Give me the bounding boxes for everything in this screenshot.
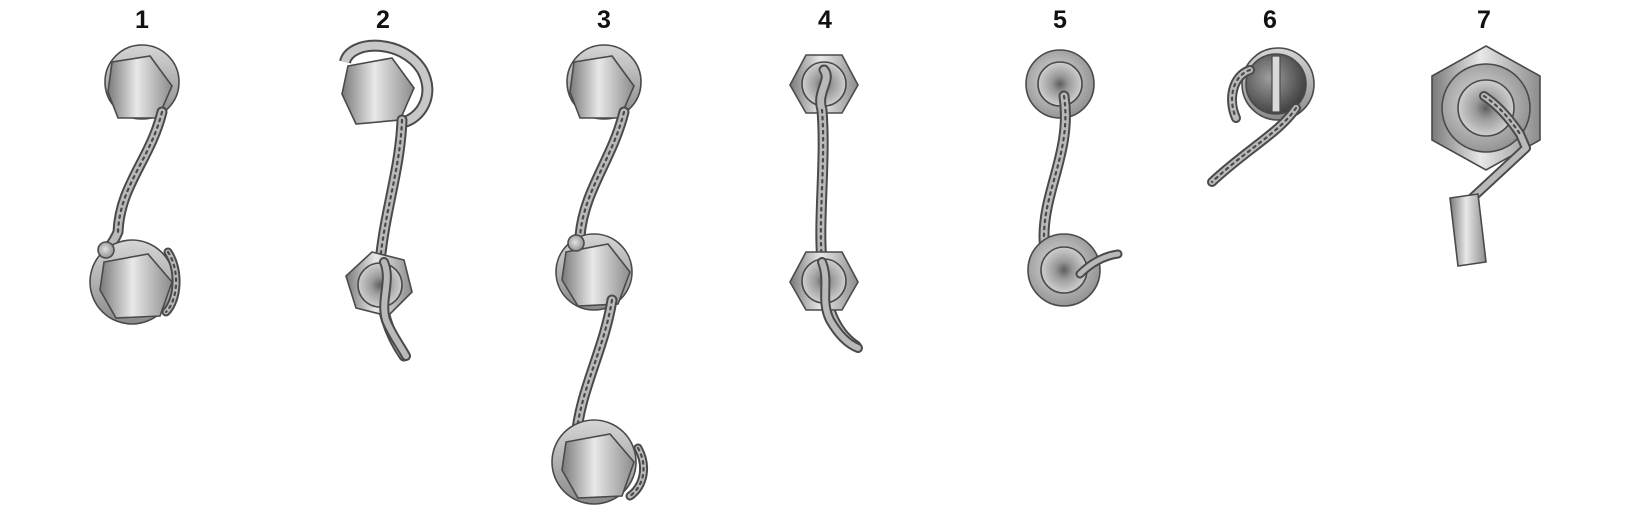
- fastener-top-2: [339, 39, 434, 128]
- fastener-bottom-2: [345, 251, 413, 361]
- figure-number-2: 2: [376, 6, 390, 34]
- figure-number-6: 6: [1263, 6, 1277, 34]
- figure-number-5: 5: [1053, 6, 1067, 34]
- safety-wire-7: [1465, 91, 1531, 205]
- fastener-bottom-1: [89, 239, 181, 325]
- fastener-top-5: [1025, 49, 1095, 119]
- fastener-top-3: [566, 44, 642, 120]
- figure-3: 3: [551, 6, 649, 505]
- fastener-bottom-3: [551, 419, 649, 505]
- figure-7: 7: [1431, 6, 1541, 267]
- figure-6: 6: [1207, 6, 1315, 187]
- fastener-bottom-4: [789, 251, 863, 353]
- figure-number-4: 4: [818, 6, 832, 34]
- safety-wire-6: [1207, 65, 1301, 187]
- figure-4: 4: [789, 6, 863, 353]
- safety-wire-1: [98, 106, 168, 258]
- fastener-top-1: [104, 44, 180, 120]
- crimp-sleeve-7: [1449, 193, 1487, 267]
- figure-number-1: 1: [135, 6, 149, 34]
- fastener-7: [1431, 45, 1541, 171]
- figure-5: 5: [1025, 6, 1123, 307]
- figure-1: 1: [89, 6, 181, 325]
- fastener-middle-3: [555, 233, 633, 311]
- safety-wire-3b: [570, 294, 618, 444]
- figure-2: 2: [339, 6, 434, 362]
- fastener-bottom-5: [1027, 233, 1123, 307]
- figure-number-7: 7: [1477, 6, 1491, 34]
- figure-number-3: 3: [597, 6, 611, 34]
- safety-wire-3a: [574, 106, 630, 242]
- fastener-6: [1241, 47, 1315, 121]
